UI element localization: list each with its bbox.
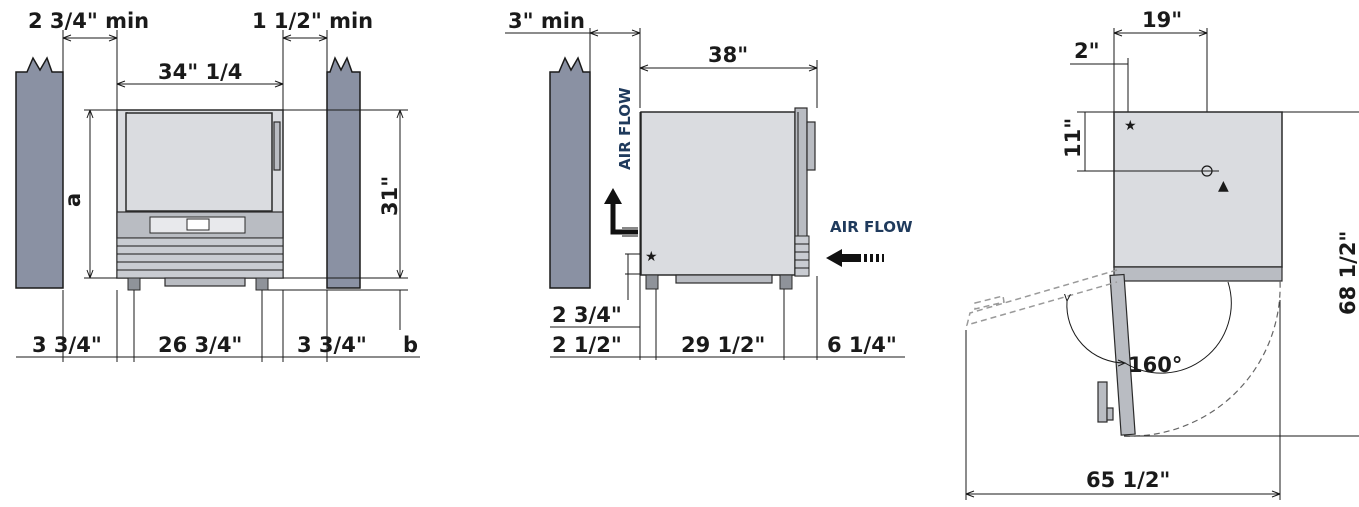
side-grille [794, 235, 810, 277]
feet-depth-label: 29 1/2" [681, 333, 765, 357]
star-offset-label: 2" [1074, 39, 1100, 63]
triangle-marker-icon: ▲ [1218, 178, 1229, 194]
side-star-icon: ★ [645, 249, 658, 265]
top-unit-body [1113, 111, 1283, 268]
height-a-label: a [61, 193, 85, 207]
side-right-label: 3 3/4" [297, 333, 367, 357]
swing-width-label: 65 1/2" [1086, 468, 1170, 492]
air-flow-up-label: AIR FLOW [616, 87, 634, 170]
front-view: 2 3/4" min 1 1/2" min 34" 1/4 a 31" [15, 9, 420, 362]
inlet-height-label: 2 3/4" [552, 303, 622, 327]
front-offset-label: 6 1/4" [827, 333, 897, 357]
front-width-label: 34" 1/4 [158, 60, 242, 84]
door-angle-label: 160° [1128, 353, 1182, 377]
side-foot-front [779, 274, 793, 290]
door-angle-arc [1067, 301, 1125, 363]
front-height-label: 31" [378, 176, 402, 216]
front-grille [116, 237, 284, 279]
rear-clearance-label: 3" min [508, 9, 585, 33]
total-depth-label: 68 1/2" [1336, 231, 1359, 315]
side-view: 3" min 38" ★ AIR FLOW AIR FLOW [505, 9, 913, 360]
side-foot-rear [645, 274, 659, 290]
left-clearance-label: 2 3/4" min [28, 9, 149, 33]
door-swing-arc [1123, 279, 1281, 437]
side-unit-body [640, 111, 796, 276]
right-wall [326, 56, 361, 289]
foot-b-label: b [403, 333, 418, 357]
rear-offset-label: 2 1/2" [552, 333, 622, 357]
left-wall [15, 56, 64, 289]
right-clearance-label: 1 1/2" min [252, 9, 373, 33]
air-flow-in-label: AIR FLOW [830, 218, 913, 236]
rear-wall [549, 56, 591, 289]
side-left-label: 3 3/4" [32, 333, 102, 357]
door-open-outline [965, 269, 1118, 327]
center-x-label: 19" [1142, 8, 1182, 32]
top-view: 19" 2" ★ ▲ 11" 160° [965, 8, 1359, 500]
center-y-label: 11" [1061, 118, 1085, 158]
front-foot-left [127, 277, 141, 291]
air-flow-up-arrow [610, 202, 638, 235]
feet-span-label: 26 3/4" [158, 333, 242, 357]
front-foot-right [255, 277, 269, 291]
side-depth-label: 38" [708, 43, 748, 67]
top-star-icon: ★ [1124, 118, 1137, 134]
air-flow-in-arrow [826, 249, 842, 267]
top-door-frame [1113, 266, 1283, 282]
